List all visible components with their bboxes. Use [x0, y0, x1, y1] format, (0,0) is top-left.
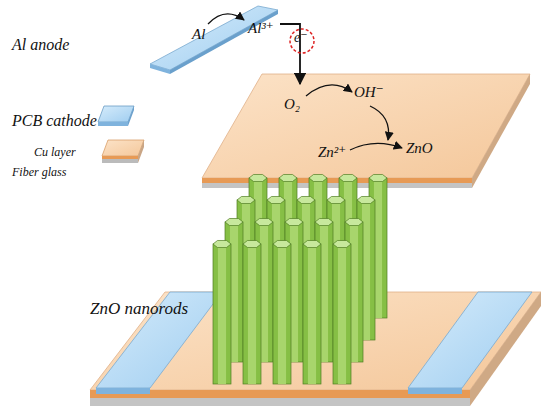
species-label: O₂	[284, 96, 300, 113]
legend-label: PCB cathode	[12, 112, 97, 130]
species-label: Al	[192, 26, 205, 43]
layer-label: Fiber glass	[12, 166, 66, 179]
species-label: Al³⁺	[248, 20, 274, 37]
al-anode-strip	[150, 6, 278, 74]
electron-circle	[290, 29, 314, 53]
al-electrode-right	[408, 292, 532, 394]
nanorod	[243, 240, 261, 384]
nanorod	[303, 240, 321, 384]
layer-label: Cu layer	[34, 146, 76, 159]
al-anode-icon	[98, 106, 134, 126]
species-label: OH⁻	[354, 84, 384, 101]
pcb-cathode-icon	[102, 140, 144, 163]
species-label: ZnO	[406, 140, 433, 157]
species-label: Zn²⁺	[318, 144, 346, 161]
legend-label: Al anode	[12, 36, 69, 54]
reaction-arrows	[208, 14, 402, 150]
zno-nanorods	[213, 174, 387, 384]
electron-label: e⁻	[294, 30, 308, 45]
nanorod	[333, 240, 351, 384]
pcb-cathode-plate	[202, 74, 530, 188]
part-label: ZnO nanorods	[90, 300, 188, 319]
nanorod	[273, 240, 291, 384]
nanorod	[213, 240, 231, 384]
